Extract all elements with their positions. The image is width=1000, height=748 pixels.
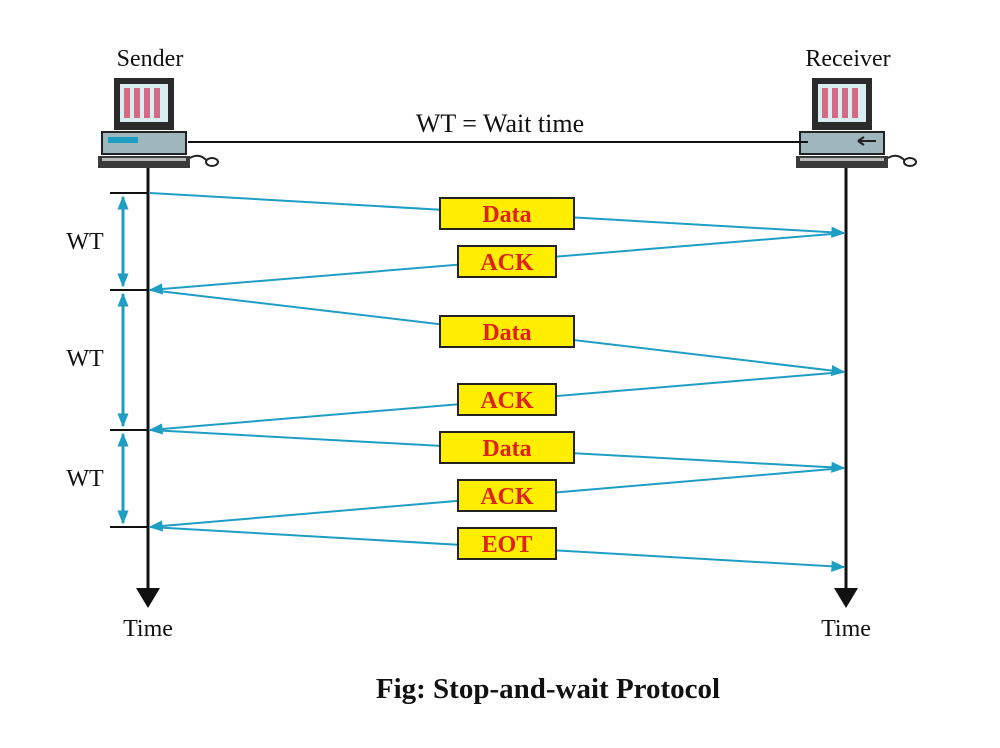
- receiver-time-arrowhead: [834, 588, 858, 608]
- receiver-computer-icon: [796, 78, 917, 168]
- wt-label: WT: [66, 466, 104, 492]
- frame-label: ACK: [480, 250, 534, 276]
- wt-label: WT: [66, 346, 104, 372]
- frame-box-data-2: Data: [439, 315, 575, 348]
- frame-label: Data: [482, 320, 531, 346]
- frame-label: Data: [482, 202, 531, 228]
- frame-label: ACK: [480, 388, 534, 414]
- sender-computer-icon: [98, 78, 219, 168]
- frame-box-data-1: Data: [439, 197, 575, 230]
- figure-caption: Fig: Stop-and-wait Protocol: [376, 673, 720, 705]
- receiver-label: Receiver: [805, 46, 890, 72]
- sender-label: Sender: [117, 46, 184, 72]
- frame-box-eot: EOT: [457, 527, 557, 560]
- frame-label: EOT: [482, 532, 533, 558]
- frame-label: ACK: [480, 484, 534, 510]
- frame-label: Data: [482, 436, 531, 462]
- wait-time-legend: WT = Wait time: [416, 109, 584, 138]
- frame-box-ack-1: ACK: [457, 245, 557, 278]
- sender-time-arrowhead: [136, 588, 160, 608]
- frame-box-data-3: Data: [439, 431, 575, 464]
- sender-time-label: Time: [123, 616, 173, 642]
- receiver-time-label: Time: [821, 616, 871, 642]
- frame-box-ack-2: ACK: [457, 383, 557, 416]
- frame-box-ack-3: ACK: [457, 479, 557, 512]
- wt-label: WT: [66, 229, 104, 255]
